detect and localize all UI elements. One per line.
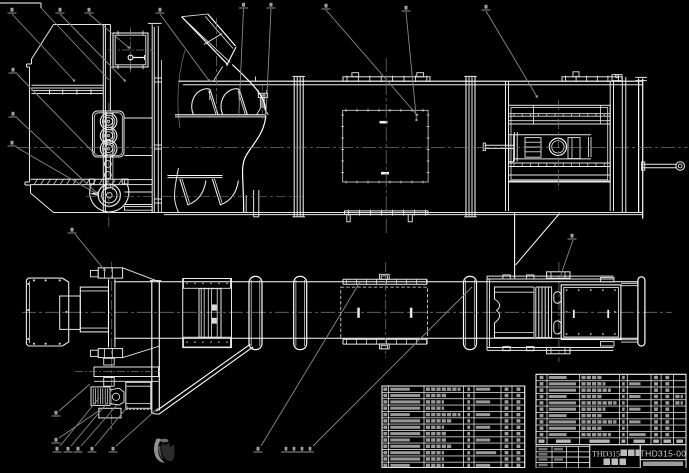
svg-text:THD315-00: THD315-00	[640, 449, 687, 459]
svg-text:THD315: THD315	[592, 450, 620, 459]
